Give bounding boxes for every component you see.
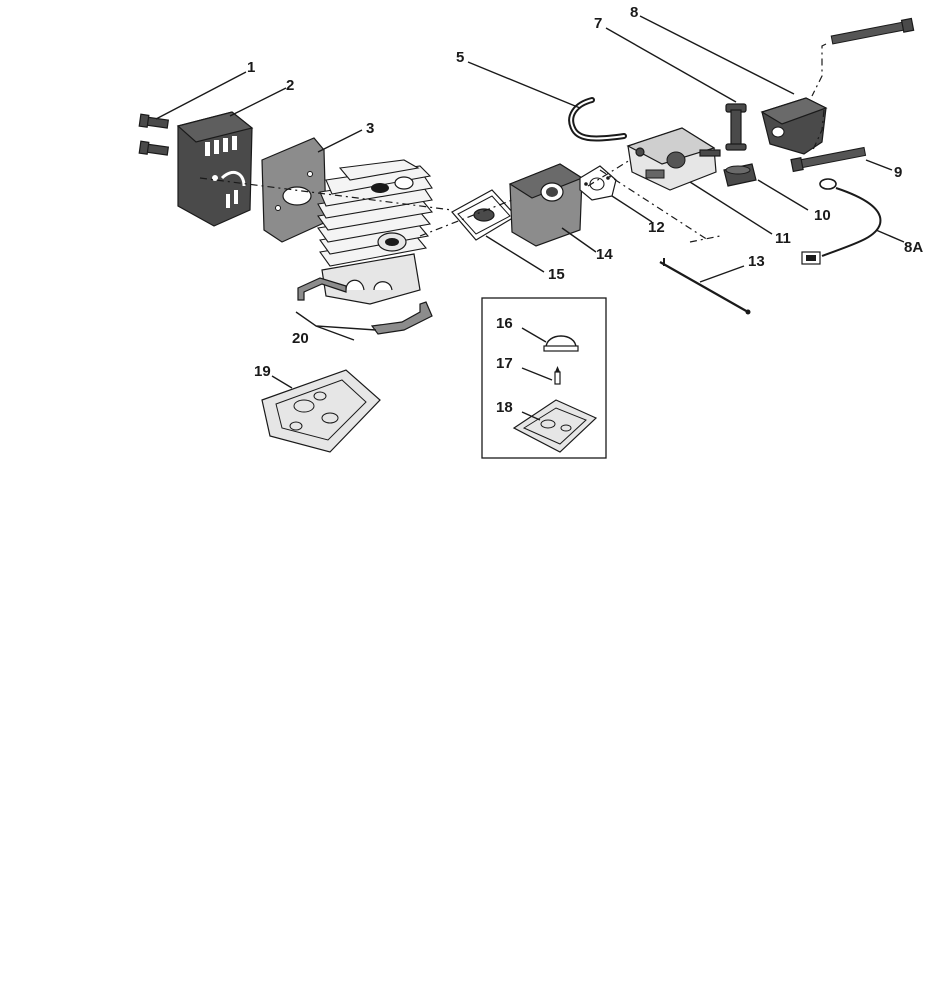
callout-7: 7	[594, 15, 602, 32]
callout-labels: 1 2 3 5 7 8 8A 9 10 11 12 13 14 15 16 17…	[247, 4, 923, 416]
part-8-bracket	[760, 97, 828, 155]
assembly-centerlines	[199, 43, 827, 243]
part-9-bolt	[790, 146, 867, 173]
callout-5: 5	[456, 49, 464, 66]
callout-13: 13	[748, 253, 765, 270]
callout-16: 16	[496, 315, 513, 332]
leader-lines	[155, 15, 905, 421]
part-15-intake-gasket	[451, 189, 517, 241]
callout-19: 19	[254, 363, 271, 380]
part-16-primer-bulb	[543, 335, 579, 352]
callout-11: 11	[775, 230, 791, 247]
part-1-screws	[138, 113, 170, 156]
callout-9: 9	[894, 164, 902, 181]
callout-20: 20	[292, 330, 309, 347]
callout-17: 17	[496, 355, 513, 372]
part-17-needle-valve	[554, 366, 561, 385]
callout-18: 18	[496, 399, 513, 416]
callout-10: 10	[814, 207, 831, 224]
part-11-carburetor	[626, 127, 721, 191]
callout-3: 3	[366, 120, 374, 137]
part-3-gasket	[261, 137, 327, 243]
part-14-intake-manifold	[508, 163, 584, 247]
part-2-muffler-cover	[176, 111, 254, 227]
part-10-boot	[723, 163, 757, 187]
callout-8a: 8A	[904, 239, 923, 256]
part-12-carb-gasket	[579, 165, 617, 201]
callout-1: 1	[247, 59, 255, 76]
callout-2: 2	[286, 77, 294, 94]
part-8a-ground-wire	[801, 178, 882, 265]
callout-12: 12	[648, 219, 665, 236]
part-5-fuel-line	[568, 97, 627, 142]
part-18-carb-kit	[512, 399, 598, 453]
part-19-gasket-kit	[261, 369, 381, 453]
part-20-brackets	[297, 277, 433, 335]
callout-14: 14	[596, 246, 613, 263]
callout-15: 15	[548, 266, 565, 283]
part-8-long-bolt	[830, 17, 915, 45]
part-7-spacer	[725, 103, 747, 151]
callout-8: 8	[630, 4, 638, 21]
part-13-throttle-rod	[659, 258, 751, 315]
part-cylinder	[317, 159, 434, 305]
